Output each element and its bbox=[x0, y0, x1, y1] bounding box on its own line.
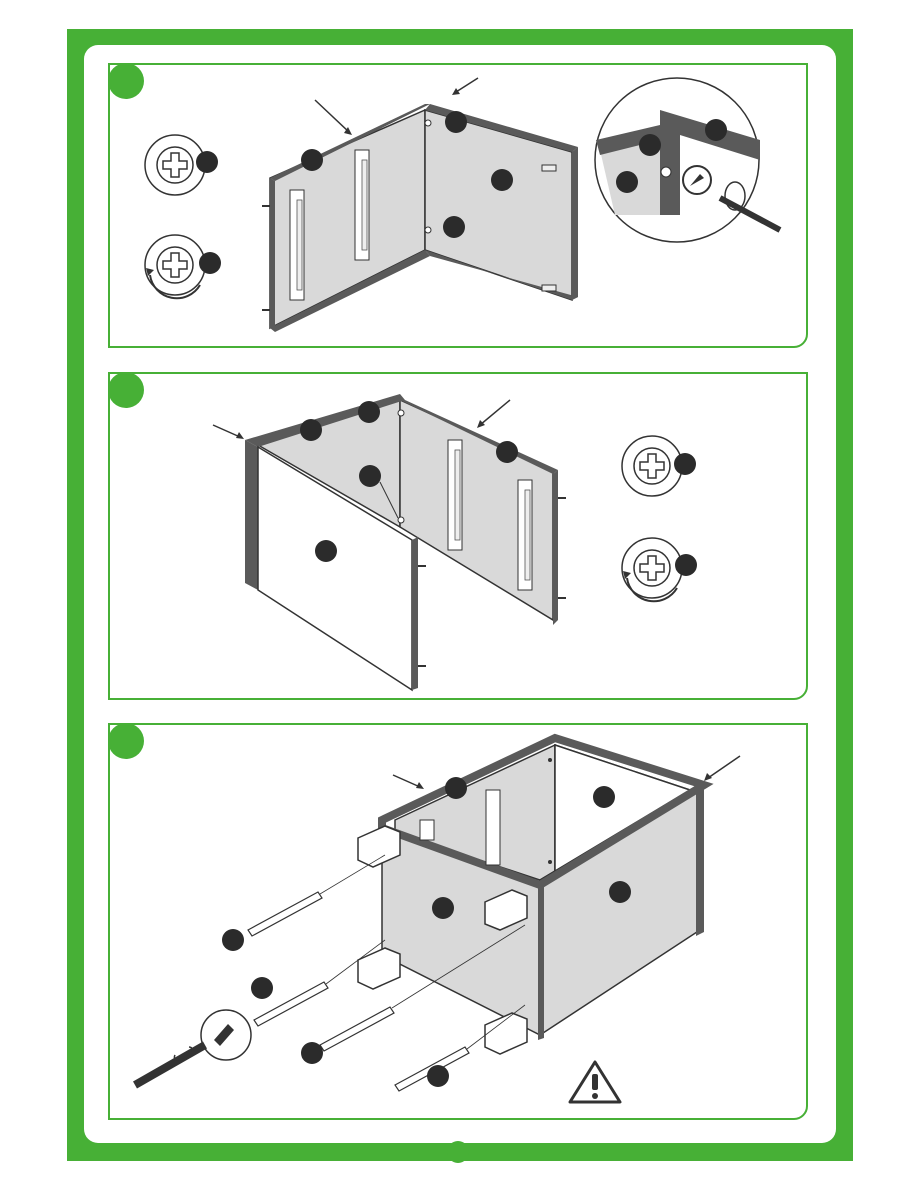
step-3-cabinet-assembly bbox=[358, 738, 740, 1054]
step-2-screw-rotate-detail bbox=[622, 538, 697, 601]
step-1-screw-rotate-detail bbox=[145, 235, 221, 298]
step-2-panel-assembly bbox=[213, 394, 566, 690]
screwdriver-icon bbox=[135, 1010, 251, 1085]
step-1-panel-assembly bbox=[262, 78, 578, 332]
step-1-screw-detail bbox=[145, 135, 218, 195]
step-2-screw-detail bbox=[622, 436, 696, 496]
step-1-magnified-detail bbox=[595, 78, 780, 242]
warning-triangle-icon bbox=[570, 1062, 620, 1102]
